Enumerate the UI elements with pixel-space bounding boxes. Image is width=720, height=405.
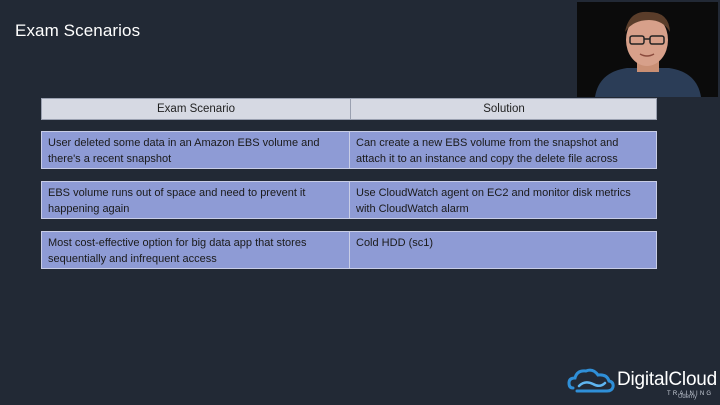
scenario-cell: User deleted some data in an Amazon EBS … (42, 132, 350, 168)
table-row: EBS volume runs out of space and need to… (41, 181, 657, 219)
solution-cell: Cold HDD (sc1) (356, 237, 434, 249)
slide-title: Exam Scenarios (15, 21, 141, 40)
brand-name: DigitalCloud (617, 369, 718, 390)
header-solution: Solution (483, 103, 525, 115)
brand-tagline: TRAINING (667, 391, 714, 397)
scenario-cell: Most cost-effective option for big data … (42, 232, 350, 268)
presenter-image (577, 2, 718, 97)
cloud-logo-icon (567, 368, 615, 393)
scenario-cell: EBS volume runs out of space and need to… (42, 182, 350, 218)
digitalcloud-logo: DigitalCloud TRAINING (567, 366, 717, 402)
udemy-watermark: Udemy (678, 394, 698, 400)
table-header-row: Exam Scenario Solution (41, 98, 657, 120)
solution-cell: Use CloudWatch agent on EC2 and monitor … (356, 187, 631, 215)
header-exam-scenario: Exam Scenario (42, 99, 351, 119)
table-row: User deleted some data in an Amazon EBS … (41, 131, 657, 169)
table-row: Most cost-effective option for big data … (41, 231, 657, 269)
webcam-presenter-video (577, 2, 718, 97)
solution-cell: Can create a new EBS volume from the sna… (356, 137, 619, 165)
